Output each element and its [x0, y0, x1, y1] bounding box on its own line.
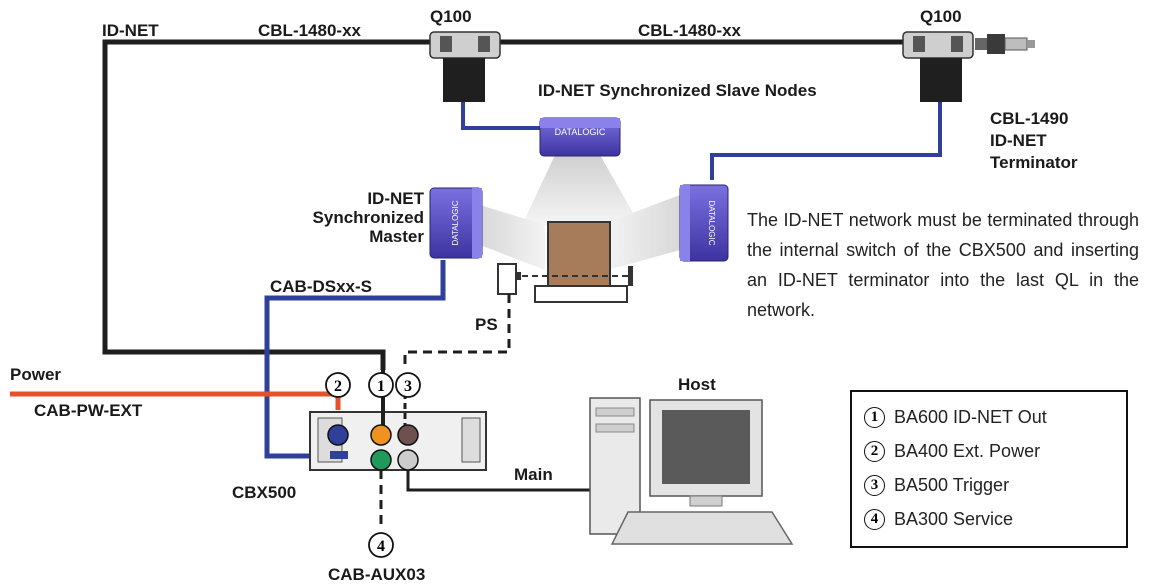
datalogic-logo: DATALOGIC — [555, 127, 606, 137]
label-slave-nodes: ID-NET Synchronized Slave Nodes — [538, 81, 817, 100]
legend-item: 2 BA400 Ext. Power — [864, 438, 1040, 464]
scanner-right-icon: DATALOGIC — [679, 184, 729, 262]
label-master-line3: Master — [369, 227, 424, 246]
label-cab-dsxx-s: CAB-DSxx-S — [270, 277, 372, 296]
host-pc-icon — [589, 397, 794, 545]
ps-cable — [403, 294, 511, 370]
cab-dsxx-s-cable — [264, 260, 446, 459]
port-1-marker: 1 — [368, 372, 394, 398]
label-master-line1: ID-NET — [367, 189, 424, 208]
slave-cable-left — [461, 102, 548, 130]
legend-number: 1 — [864, 406, 885, 428]
label-cbx500: CBX500 — [232, 483, 296, 502]
label-power: Power — [10, 365, 61, 384]
label-ps: PS — [475, 315, 498, 334]
svg-text:3: 3 — [404, 378, 412, 395]
cbx500-icon — [309, 411, 487, 471]
datalogic-logo: DATALOGIC — [451, 200, 460, 245]
beam-right — [608, 195, 680, 270]
port-3-marker: 3 — [395, 372, 421, 398]
datalogic-logo: DATALOGIC — [707, 200, 716, 245]
scanner-master-icon: DATALOGIC — [429, 187, 483, 259]
label-cab-pw-ext: CAB-PW-EXT — [34, 401, 143, 420]
legend-item: 1 BA600 ID-NET Out — [864, 404, 1047, 430]
q100-left-icon — [429, 31, 501, 102]
legend-number: 2 — [864, 440, 885, 462]
label-cbl-1490: CBL-1490 — [990, 109, 1068, 128]
label-cab-aux03: CAB-AUX03 — [328, 565, 425, 584]
label-cbl-1480-right: CBL-1480-xx — [638, 21, 742, 40]
label-terminator-line2: Terminator — [990, 153, 1078, 172]
cbl-1490-terminator-icon — [975, 34, 1035, 54]
scanner-top-icon: DATALOGIC — [539, 117, 621, 157]
legend-text: BA500 Trigger — [894, 474, 1010, 495]
svg-text:2: 2 — [334, 378, 342, 395]
port-4-marker: 4 — [368, 532, 394, 558]
svg-text:1: 1 — [377, 378, 385, 395]
beam-left — [480, 205, 545, 270]
package-box-icon — [512, 221, 633, 303]
label-id-net: ID-NET — [102, 21, 159, 40]
legend-number: 3 — [864, 474, 885, 496]
legend-item: 3 BA500 Trigger — [864, 472, 1009, 498]
legend-item: 4 BA300 Service — [864, 506, 1013, 532]
q100-right-icon — [902, 31, 974, 102]
main-cable — [406, 470, 590, 492]
label-host: Host — [678, 375, 716, 394]
legend-text: BA400 Ext. Power — [894, 440, 1041, 461]
label-terminator-line1: ID-NET — [990, 131, 1047, 150]
photocell-icon — [497, 263, 521, 295]
beam-top — [522, 155, 640, 225]
legend-number: 4 — [864, 508, 885, 530]
label-master-line2: Synchronized — [313, 208, 424, 227]
id-net-cable-left — [102, 39, 430, 370]
port-legend: 1 BA600 ID-NET Out 2 BA400 Ext. Power 3 … — [850, 390, 1128, 548]
port-2-marker: 2 — [325, 372, 351, 398]
label-q100-right: Q100 — [920, 7, 962, 26]
legend-text: BA300 Service — [894, 508, 1014, 529]
slave-cable-right — [710, 102, 942, 180]
label-cbl-1480-left: CBL-1480-xx — [258, 21, 362, 40]
network-note: The ID-NET network must be terminated th… — [747, 210, 1139, 320]
svg-text:4: 4 — [377, 538, 385, 555]
legend-text: BA600 ID-NET Out — [894, 406, 1047, 427]
label-q100-left: Q100 — [430, 7, 472, 26]
label-main: Main — [514, 465, 553, 484]
